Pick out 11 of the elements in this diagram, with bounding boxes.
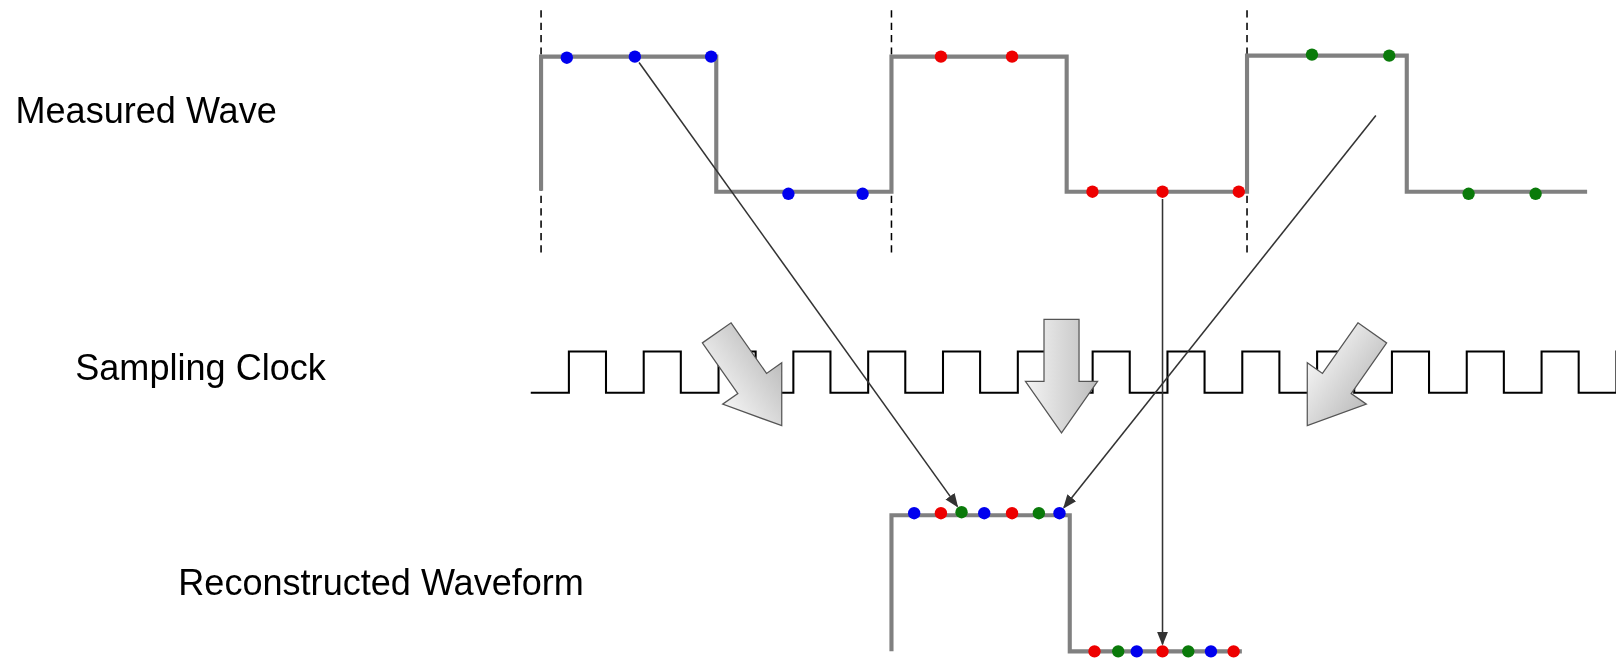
sample-dot xyxy=(1053,507,1066,520)
row-label: Sampling Clock xyxy=(75,348,326,388)
arrow xyxy=(638,61,959,508)
row-label: Reconstructed Waveform xyxy=(178,562,584,603)
sample-dot xyxy=(1156,645,1169,658)
sample-dot xyxy=(1156,185,1169,198)
arrow xyxy=(1063,114,1377,509)
sample-dot xyxy=(628,50,642,63)
arrow xyxy=(1156,198,1169,646)
row-label: Measured Wave xyxy=(15,90,277,131)
sample-dot xyxy=(955,506,968,519)
